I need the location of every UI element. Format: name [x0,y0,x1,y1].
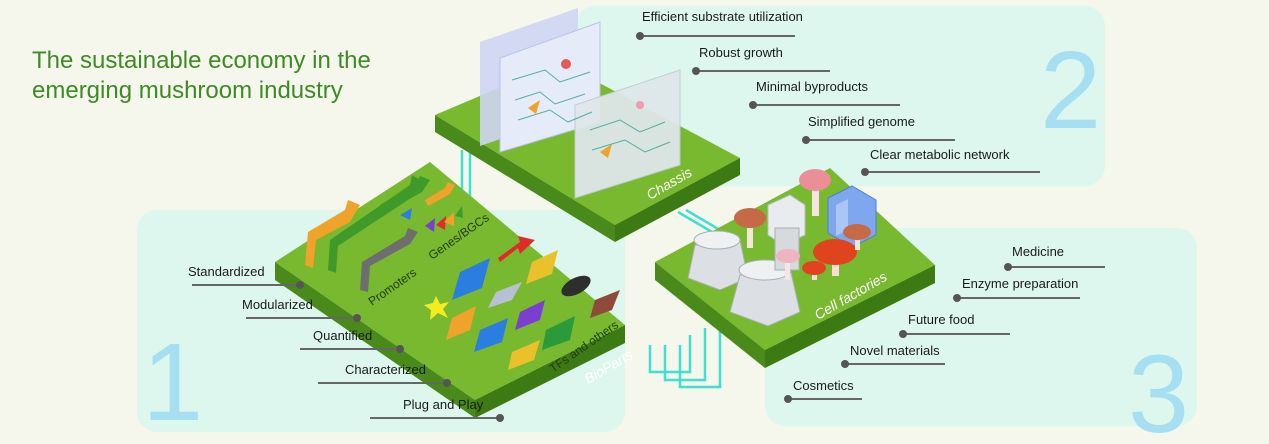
chassis-platform: Chassis [435,8,740,242]
chassis-feature-2: Robust growth [692,45,830,75]
title-line-2: emerging mushroom industry [32,77,343,104]
star-shape [424,296,449,320]
chassis-feature-4: Simplified genome [802,114,955,144]
application-4: Novel materials [841,343,945,368]
number-two: 2 [1040,29,1101,152]
chassis-feature-1: Efficient substrate utilization [636,9,803,40]
mushroom-cluster [734,169,871,280]
number-one: 1 [142,321,203,444]
chassis-feature-label: Robust growth [699,45,783,60]
cell-factories-platform: Cell factories [655,168,935,368]
bioparts-feature-label: Characterized [345,362,426,377]
application-label: Future food [908,312,975,327]
application-5: Cosmetics [784,378,862,403]
chassis-feature-list: Efficient substrate utilization Robust g… [636,9,1040,176]
bioparts-feature-5: Plug and Play [370,397,504,422]
bioparts-platform: Promoters Genes/BGCs TFs and others BioP… [275,162,635,418]
application-label: Medicine [1012,244,1064,259]
application-1: Medicine [1004,244,1105,271]
bioparts-feature-3: Quantified [300,328,404,353]
bioparts-feature-2: Modularized [242,297,361,322]
application-2: Enzyme preparation [953,276,1080,302]
bioparts-feature-4: Characterized [318,362,451,387]
application-3: Future food [899,312,1010,338]
bioparts-feature-label: Modularized [242,297,313,312]
chassis-feature-label: Efficient substrate utilization [642,9,803,24]
bioparts-feature-1: Standardized [188,264,304,289]
bioparts-feature-label: Plug and Play [403,397,484,412]
circuit-board-right [574,69,681,199]
number-three: 3 [1128,333,1189,444]
bioparts-feature-label: Standardized [188,264,265,279]
chassis-feature-3: Minimal byproducts [749,79,900,109]
chassis-feature-label: Simplified genome [808,114,915,129]
promoter-arrow-orange [305,200,360,268]
promoter-arrow-gray [360,228,418,292]
title-line-1: The sustainable economy in the [32,47,371,74]
page-title: The sustainable economy in the emerging … [32,46,371,106]
chassis-feature-label: Clear metabolic network [870,147,1010,162]
cell-factories-application-list: Medicine Enzyme preparation Future food … [784,244,1105,403]
chassis-feature-5: Clear metabolic network [861,147,1040,176]
bioparts-feature-label: Quantified [313,328,372,343]
application-label: Enzyme preparation [962,276,1078,291]
bioparts-feature-list: Standardized Modularized Quantified Char… [188,264,504,422]
chassis-feature-label: Minimal byproducts [756,79,868,94]
gene-arrow-red [498,236,535,262]
application-label: Novel materials [850,343,940,358]
application-label: Cosmetics [793,378,854,393]
